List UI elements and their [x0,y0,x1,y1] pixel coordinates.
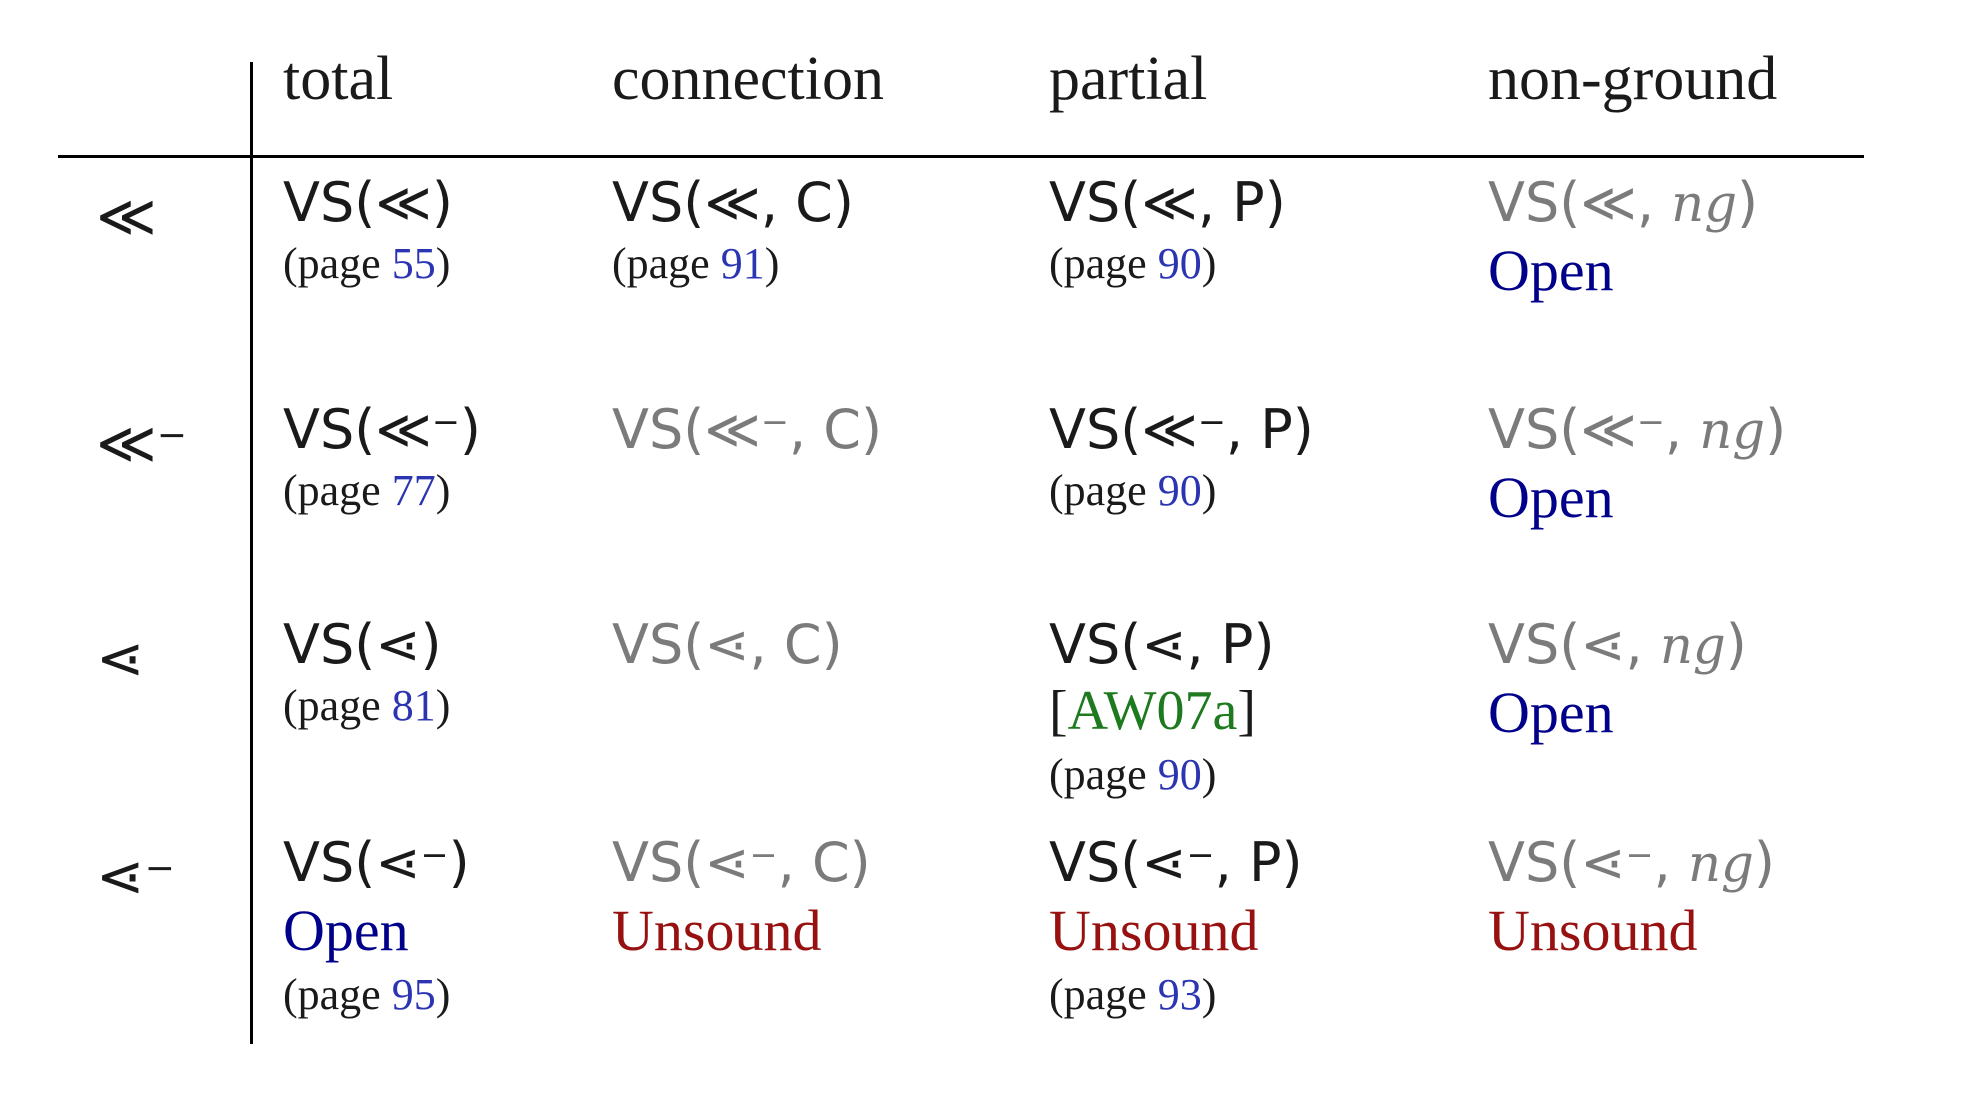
vs-formula: VS(⋖−) [283,831,470,894]
cell-much-less-minus-partial: VS(≪−, P) (page 90) [1049,385,1488,600]
cell-less-dot-non-ground: VS(⋖, ng) Open [1488,600,1966,818]
cell-much-less-partial: VS(≪, P) (page 90) [1049,158,1488,385]
cell-less-dot-minus-partial: VS(⋖−, P) Unsound (page 93) [1049,818,1488,1103]
status-unsound: Unsound [1488,898,1698,964]
vs-formula-muted: VS(≪−, C) [612,398,883,461]
status-unsound: Unsound [612,898,822,964]
vs-formula-muted: VS(≪, ng) [1488,171,1759,234]
vs-formula-muted: VS(≪−, ng) [1488,398,1787,461]
cell-less-dot-minus-total: VS(⋖−) Open (page 95) [283,818,612,1103]
cell-less-dot-connection: VS(⋖, C) [612,600,1049,818]
vs-formula: VS(≪) [283,171,453,234]
cell-much-less-non-ground: VS(≪, ng) Open [1488,158,1966,385]
status-open: Open [1488,465,1614,531]
page-reference: (page 81) [283,681,451,731]
row-label-much-less-minus: ≪− [96,409,187,477]
cell-less-dot-total: VS(⋖) (page 81) [283,600,612,818]
page-reference: (page 90) [1049,239,1217,289]
column-header-total: total [283,45,394,113]
vs-formula-muted: VS(⋖, ng) [1488,613,1747,676]
status-open: Open [283,898,409,964]
cell-much-less-minus-total: VS(≪−) (page 77) [283,385,612,600]
vs-formula-muted: VS(⋖, C) [612,613,843,676]
page-reference: (page 90) [1049,466,1217,516]
page-link[interactable]: 90 [1157,466,1202,516]
vs-formula: VS(≪, P) [1049,171,1286,234]
page-link[interactable]: 90 [1157,239,1202,289]
column-header-connection: connection [612,45,885,113]
page-link[interactable]: 93 [1157,969,1202,1019]
status-open: Open [1488,238,1614,304]
vs-formula: VS(⋖) [283,613,442,676]
status-open: Open [1488,680,1614,746]
vs-formula: VS(≪−, P) [1049,398,1314,461]
citation-link[interactable]: AW07a [1067,680,1238,743]
page-reference: (page 55) [283,239,451,289]
vs-formula: VS(⋖−, P) [1049,831,1303,894]
page-link[interactable]: 81 [391,681,436,731]
status-unsound: Unsound [1049,898,1259,964]
cell-much-less-total: VS(≪) (page 55) [283,158,612,385]
table-horizontal-rule [58,155,1864,158]
row-label-less-dot: ⋖ [96,624,145,692]
header-spacer [0,0,283,158]
page-reference: (page 93) [1049,969,1217,1019]
vs-formula: VS(⋖, P) [1049,613,1275,676]
table-vertical-rule [250,62,253,1044]
page-link[interactable]: 95 [391,969,436,1019]
page-reference: (page 77) [283,466,451,516]
page-reference: (page 90) [1049,750,1217,800]
cell-much-less-minus-non-ground: VS(≪−, ng) Open [1488,385,1966,600]
vs-formula: VS(≪, C) [612,171,854,234]
vs-formula: VS(≪−) [283,398,481,461]
page-link[interactable]: 90 [1157,750,1202,800]
cell-less-dot-partial: VS(⋖, P) [AW07a] (page 90) [1049,600,1488,818]
page-link[interactable]: 77 [391,466,436,516]
column-header-non-ground: non-ground [1488,45,1778,113]
citation-line: [AW07a] [1049,680,1256,743]
column-header-partial: partial [1049,45,1208,113]
cell-less-dot-minus-non-ground: VS(⋖−, ng) Unsound [1488,818,1966,1103]
row-label-much-less: ≪ [96,182,157,250]
page-reference: (page 91) [612,239,780,289]
vs-formula-muted: VS(⋖−, ng) [1488,831,1775,894]
row-label-less-dot-minus: ⋖− [96,842,175,910]
page-link[interactable]: 55 [391,239,436,289]
page-link[interactable]: 91 [720,239,765,289]
page-reference: (page 95) [283,969,451,1019]
cell-much-less-connection: VS(≪, C) (page 91) [612,158,1049,385]
vs-formula-muted: VS(⋖−, C) [612,831,871,894]
cell-much-less-minus-connection: VS(≪−, C) [612,385,1049,600]
cell-less-dot-minus-connection: VS(⋖−, C) Unsound [612,818,1049,1103]
